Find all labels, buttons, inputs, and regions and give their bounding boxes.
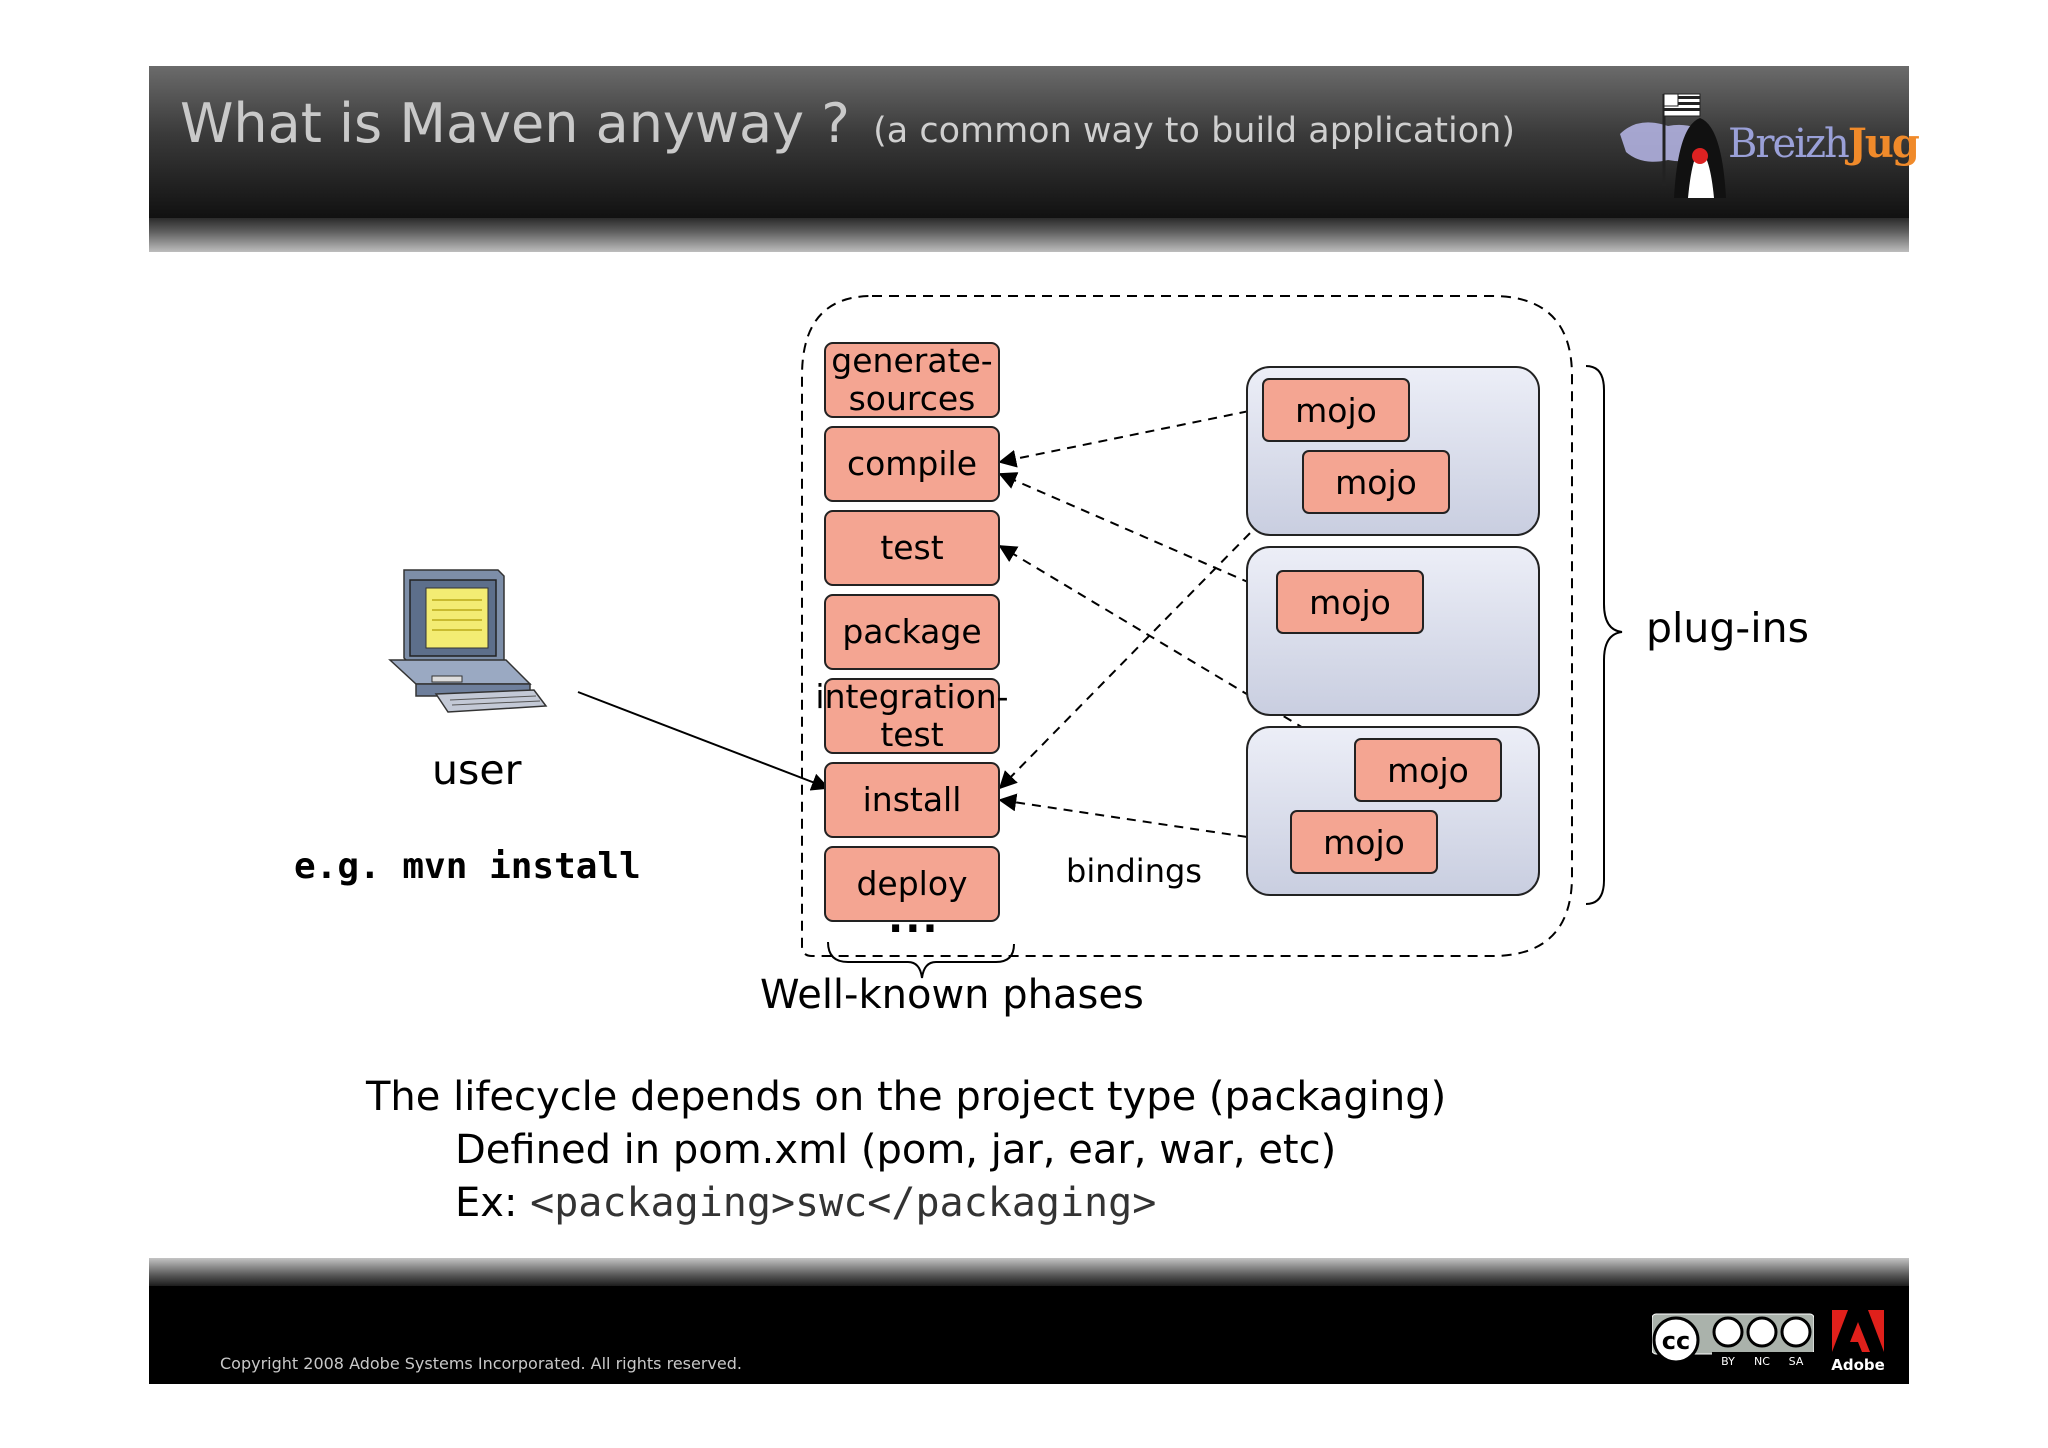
- user-label: user: [432, 746, 522, 794]
- title-subtitle: (a common way to build application): [873, 111, 1515, 151]
- packaging-code: <packaging>swc</packaging>: [530, 1180, 1157, 1226]
- svg-text:NC: NC: [1754, 1355, 1770, 1368]
- text-lifecycle: The lifecycle depends on the project typ…: [366, 1074, 1447, 1120]
- creative-commons-badge: cc BY NC SA: [1651, 1308, 1815, 1368]
- footer-strip: [149, 1258, 1909, 1286]
- title-main: What is Maven anyway ?: [180, 92, 850, 155]
- phase-deploy: deploy: [824, 846, 1000, 922]
- binding-mojo5-install: [998, 793, 1295, 845]
- header-bar: [149, 66, 1909, 218]
- logo-text: BreizhJug: [1728, 120, 1920, 167]
- text-example: Ex: <packaging>swc</packaging>: [455, 1180, 1157, 1226]
- mojo-2: mojo: [1302, 450, 1450, 514]
- phase-package: package: [824, 594, 1000, 670]
- svg-text:BY: BY: [1721, 1355, 1735, 1368]
- mojo-1: mojo: [1262, 378, 1410, 442]
- phases-caption: Well-known phases: [760, 972, 1144, 1018]
- footer-bar: [149, 1286, 1909, 1384]
- binding-mojo1-compile: [998, 407, 1265, 468]
- duke-mascot-icon: [1620, 93, 1726, 198]
- phase-compile: compile: [824, 426, 1000, 502]
- adobe-logo: Adobe: [1830, 1308, 1886, 1374]
- cc-license-icon: cc BY NC SA: [1651, 1313, 1815, 1368]
- breizhjug-logo: BreizhJug: [1618, 86, 1920, 206]
- computer-icon: [388, 569, 548, 713]
- copyright-text: Copyright 2008 Adobe Systems Incorporate…: [220, 1354, 742, 1373]
- slide-title: What is Maven anyway ? (a common way to …: [180, 92, 1515, 155]
- mojo-3: mojo: [1276, 570, 1424, 634]
- phase-generate-sources: generate-sources: [824, 342, 1000, 418]
- binding-mojo3-compile: [998, 472, 1281, 597]
- phases-ellipsis: ...: [888, 896, 940, 942]
- mojo-4: mojo: [1354, 738, 1502, 802]
- mojo-5: mojo: [1290, 810, 1438, 874]
- adobe-icon: Adobe: [1831, 1310, 1885, 1374]
- phase-integration-test: integration-test: [815, 677, 1009, 754]
- svg-text:cc: cc: [1662, 1327, 1690, 1355]
- bindings-label: bindings: [1066, 852, 1202, 890]
- text-defined-in: Defined in pom.xml (pom, jar, ear, war, …: [455, 1127, 1337, 1173]
- svg-text:Adobe: Adobe: [1831, 1356, 1885, 1372]
- plugins-label: plug-ins: [1646, 604, 1809, 652]
- phase-test: test: [824, 510, 1000, 586]
- phase-install: install: [824, 762, 1000, 838]
- header-strip: [149, 218, 1909, 252]
- user-to-install-arrow: [577, 691, 830, 791]
- svg-text:SA: SA: [1789, 1355, 1804, 1368]
- phases-brace: [827, 941, 1015, 979]
- plugins-brace: [1585, 365, 1623, 905]
- command-example: e.g. mvn install: [294, 846, 641, 887]
